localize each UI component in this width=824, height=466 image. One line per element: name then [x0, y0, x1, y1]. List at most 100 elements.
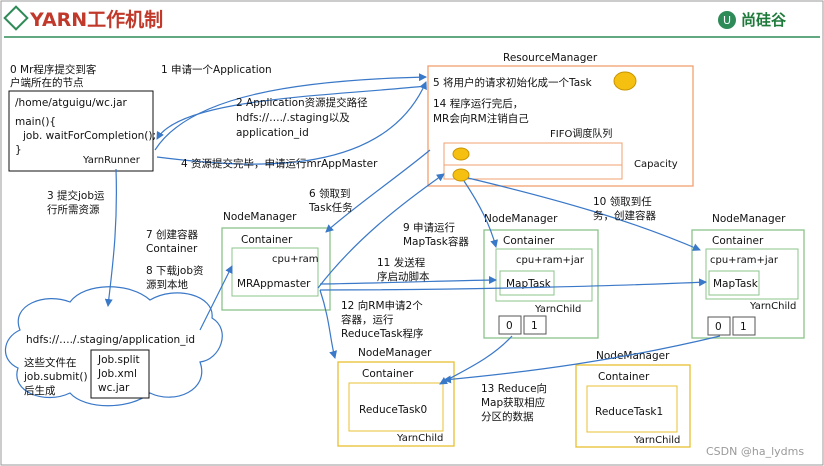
- map1-partition-0: [498, 315, 522, 335]
- arrow-11-start-map1: [319, 276, 497, 285]
- nm-am-box: [221, 227, 331, 311]
- rm-label: ResourceManager: [503, 52, 598, 64]
- step-2-line2: hdfs://…./.staging以及: [236, 112, 350, 124]
- step-3-line2: 行所需资源: [47, 203, 100, 216]
- nm-map1-resource: cpu+ram+jar: [516, 255, 585, 266]
- diamond-logo-icon: [3, 5, 29, 31]
- node-manager-reduce0: NodeManager Container ReduceTask0 YarnCh…: [337, 347, 455, 447]
- watermark: CSDN @ha_lydms: [706, 445, 804, 458]
- fifo-slot-1: [443, 142, 623, 166]
- step-12-line3: ReduceTask程序: [341, 327, 424, 340]
- map1-partition-1-label: 1: [531, 320, 538, 332]
- arrow-13-fetch-map2: [443, 335, 721, 384]
- arrow-9-request-maptask: [317, 173, 445, 289]
- step-1-label: 1 申请一个Application: [161, 63, 272, 76]
- mrappmaster-label: MRAppmaster: [237, 278, 311, 290]
- rm-step14-line1: 14 程序运行完后，: [433, 97, 523, 110]
- resource-manager: ResourceManager 5 将用户的请求初始化成一个Task 14 程序…: [427, 52, 694, 187]
- file-wc-jar: wc.jar: [98, 382, 130, 394]
- step-12-line2: 容器，运行: [341, 313, 394, 326]
- nm-map2-yarnchild: YarnChild: [749, 301, 796, 312]
- hdfs-cloud: hdfs://…./.staging/application_id 这些文件在 …: [4, 286, 223, 407]
- nm-am-container-label: Container: [241, 234, 293, 246]
- step-6-line1: 6 领取到: [309, 187, 351, 200]
- rm-box: [427, 65, 694, 187]
- queued-task-icon-1: [452, 147, 470, 161]
- file-job-split: Job.split: [97, 354, 140, 366]
- nm-map1-yarnchild: YarnChild: [534, 304, 581, 315]
- brand-logo-glyph: U: [723, 14, 731, 27]
- step-6-line2: Task任务: [308, 201, 353, 214]
- step-labels: 1 申请一个Application 2 Application资源提交路径 hd…: [47, 63, 656, 423]
- client-note-line2: 户端所在的节点: [10, 76, 84, 89]
- nm-map1-container-label: Container: [503, 235, 555, 247]
- map2-partition-1: [732, 316, 756, 336]
- step-9-line2: MapTask容器: [403, 235, 469, 248]
- step-3-line1: 3 提交job运: [47, 189, 105, 202]
- map1-partition-1: [523, 315, 547, 335]
- maptask2-label: MapTask: [713, 278, 759, 290]
- step-8-line1: 8 下载job资: [146, 265, 204, 277]
- node-manager-map1: NodeManager Container cpu+ram+jar MapTas…: [483, 213, 599, 339]
- node-manager-map2: NodeManager Container cpu+ram+jar MapTas…: [691, 213, 805, 339]
- step-11-line2: 序启动脚本: [377, 270, 430, 283]
- staging-files-box: [90, 349, 150, 399]
- map2-partition-1-label: 1: [740, 321, 747, 333]
- flow-arrows: [104, 73, 721, 385]
- jar-path: /home/atguigu/wc.jar: [15, 97, 128, 109]
- code-line1: main(){: [15, 116, 56, 128]
- nm-map2-resource: cpu+ram+jar: [710, 255, 779, 266]
- page-title: YARN工作机制: [29, 8, 163, 31]
- nm-map1-container: [495, 248, 593, 302]
- arrow-1-apply-application: [154, 73, 427, 151]
- step-11-line1: 11 发送程: [377, 256, 426, 269]
- nm-map1-box: [483, 229, 599, 339]
- nm-map2-container-label: Container: [712, 235, 764, 247]
- client-box: [8, 90, 154, 172]
- node-manager-reduce1: NodeManager Container ReduceTask1 YarnCh…: [575, 350, 691, 448]
- arrow-11-start-map2: [319, 278, 707, 291]
- step-10-line2: 务，创建容器: [593, 209, 656, 222]
- arrow-2-resource-path: [156, 85, 427, 140]
- hdfs-note-line2: job.submit(): [23, 371, 88, 383]
- capacity-label: Capacity: [634, 159, 678, 170]
- code-line3: }: [15, 144, 22, 156]
- nm-am-label: NodeManager: [223, 211, 297, 223]
- reducetask0-label: ReduceTask0: [359, 404, 427, 416]
- task-icon: [613, 71, 637, 91]
- nm-map1-label: NodeManager: [484, 213, 558, 225]
- map2-partition-0-label: 0: [715, 321, 722, 333]
- map2-partition-0: [707, 316, 731, 336]
- arrow-10-get-task-map2: [467, 177, 701, 251]
- nm-red0-label: NodeManager: [358, 347, 432, 359]
- header: YARN工作机制 U 尚硅谷: [3, 5, 820, 38]
- step-2-line3: application_id: [236, 127, 309, 139]
- step-8-line2: 源到本地: [146, 278, 188, 291]
- node-manager-appmaster: NodeManager Container cpu+ram MRAppmaste…: [221, 211, 331, 311]
- maptask1-box: [499, 270, 555, 296]
- step-2-line1: 2 Application资源提交路径: [236, 96, 368, 109]
- hdfs-note-line1: 这些文件在: [24, 356, 77, 369]
- nm-red0-container-label: Container: [362, 368, 414, 380]
- queued-task-icon-2: [452, 168, 470, 182]
- nm-red0-box: [337, 361, 455, 447]
- brand-logo-icon: [718, 11, 736, 29]
- step-7-line2: Container: [146, 243, 198, 255]
- step-7-line1: 7 创建容器: [146, 228, 199, 241]
- rm-step5: 5 将用户的请求初始化成一个Task: [433, 76, 593, 89]
- nm-am-resource: cpu+ram: [272, 254, 319, 265]
- yarn-runner-label: YarnRunner: [82, 155, 141, 166]
- arrow-10-get-task-map1: [463, 180, 499, 248]
- step-13-line3: 分区的数据: [481, 410, 534, 423]
- nm-map2-box: [691, 229, 805, 339]
- arrow-3-submit-resources: [104, 168, 117, 307]
- step-9-line1: 9 申请运行: [403, 221, 456, 234]
- fifo-label: FIFO调度队列: [550, 127, 612, 140]
- file-job-xml: Job.xml: [97, 368, 137, 380]
- rm-step14-line2: MR会向RM注销自己: [433, 112, 529, 125]
- client-node: 0 Mr程序提交到客 户端所在的节点 /home/atguigu/wc.jar …: [8, 63, 156, 172]
- arrow-8-download-resources: [199, 265, 233, 331]
- map1-partition-0-label: 0: [506, 320, 513, 332]
